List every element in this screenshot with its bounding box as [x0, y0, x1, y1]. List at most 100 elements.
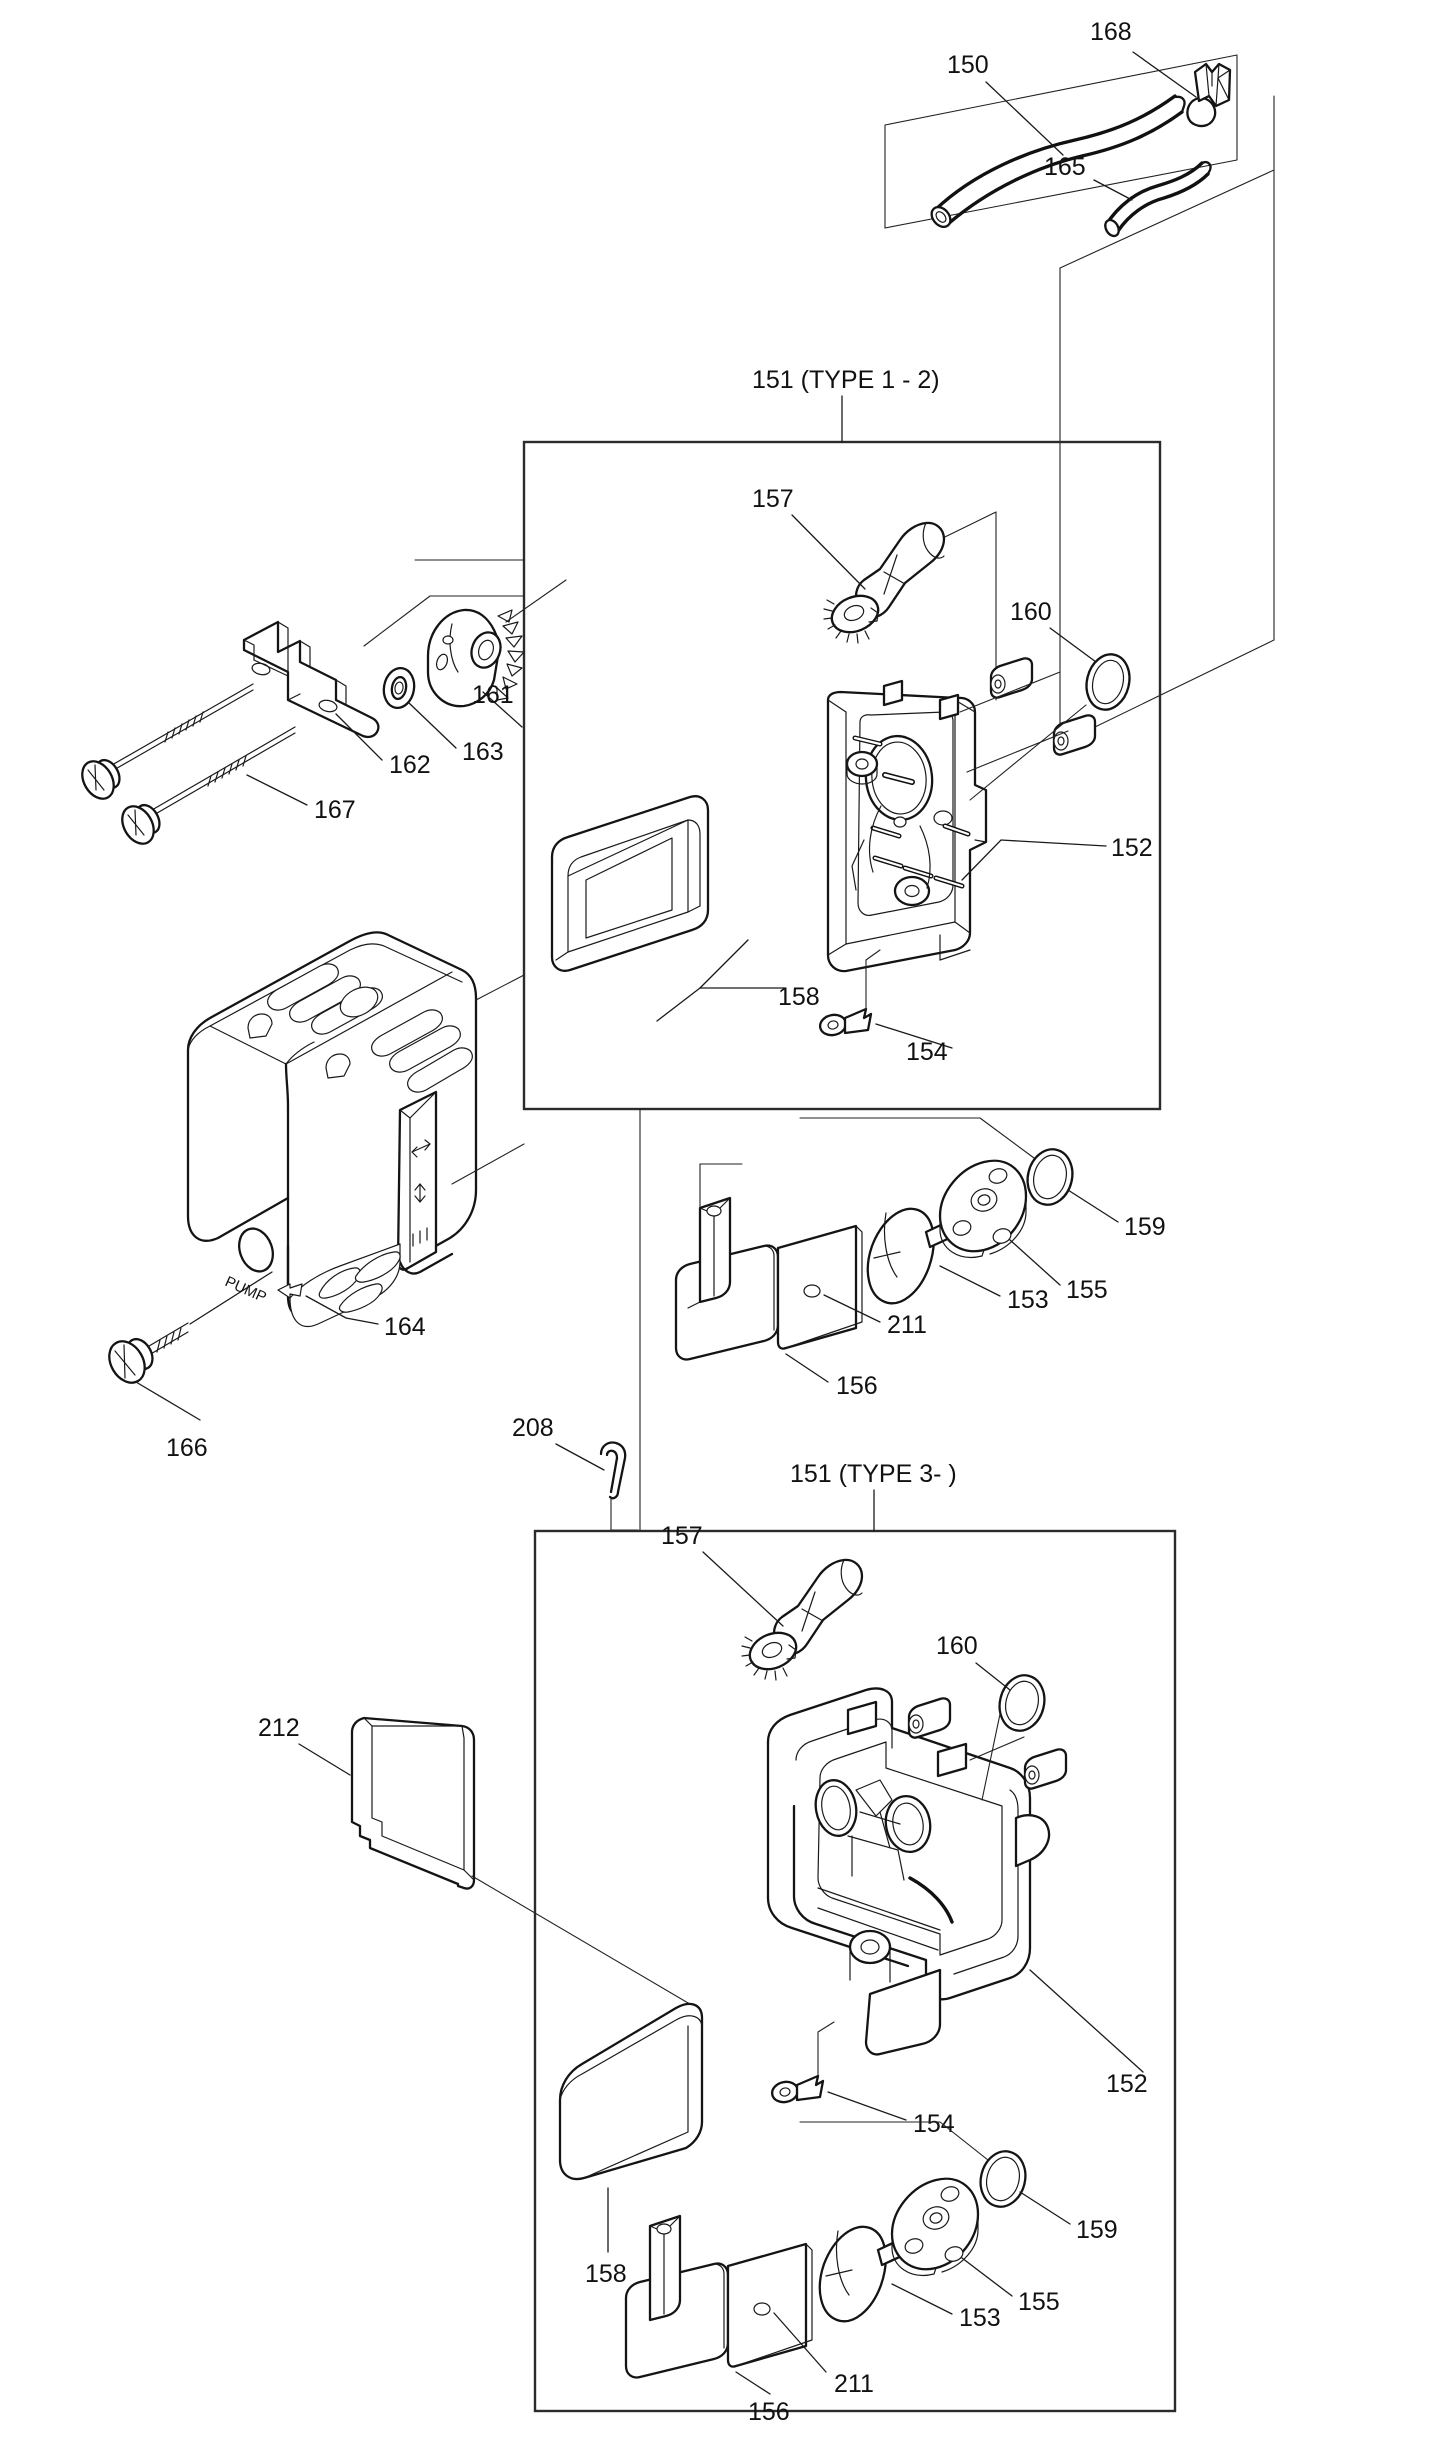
part-166-cover-screw	[108, 1322, 189, 1384]
leader-155	[1009, 1239, 1061, 1286]
leader-157	[791, 514, 866, 590]
type3-frame	[533, 1529, 1177, 2413]
projection-lower-orings	[969, 1713, 1025, 1801]
part-165-primer-hose	[1104, 160, 1212, 238]
part-155-valve-plate	[938, 1159, 1028, 1258]
leader-158	[656, 987, 786, 1022]
part-211b-cover-plate	[726, 2242, 813, 2368]
part-156-slide-bracket	[674, 1196, 780, 1361]
part-158b-air-filter	[558, 2002, 704, 2181]
part-157-choke-lever	[823, 521, 946, 644]
part-208-u-clip	[599, 1441, 627, 1500]
callout-153b: 153	[959, 2304, 1001, 2332]
callout-152: 152	[1111, 834, 1153, 862]
leader-157b	[702, 1551, 784, 1627]
leader-165	[1093, 179, 1133, 201]
leader-159b	[1019, 2191, 1071, 2225]
part-167-bolts	[81, 683, 296, 845]
part-154-filter-knob	[818, 1007, 873, 1037]
leader-153b	[891, 2283, 953, 2315]
bushings-lower	[907, 1697, 1068, 1790]
leader-211	[823, 1294, 881, 1323]
callout-162: 162	[389, 751, 431, 779]
part-152b-carburetor-case	[766, 1687, 1051, 2056]
leader-163	[408, 702, 457, 749]
leader-160	[1049, 627, 1097, 663]
callout-158: 158	[778, 983, 820, 1011]
callout-155: 155	[1066, 1276, 1108, 1304]
part-158-air-filter	[550, 795, 710, 972]
part-159b-o-ring	[979, 2150, 1027, 2208]
leader-211b	[773, 2312, 827, 2373]
callout-156: 156	[836, 1372, 878, 1400]
callout-212: 212	[258, 1714, 300, 1742]
callout-165: 165	[1044, 153, 1086, 181]
leader-156	[785, 1353, 829, 1383]
projection-left	[363, 559, 567, 647]
part-159-o-ring	[1026, 1148, 1074, 1206]
callout-156b: 156	[748, 2398, 790, 2426]
bushings-upper	[989, 657, 1097, 756]
part-161-cam-gear	[426, 608, 525, 708]
callout-167: 167	[314, 796, 356, 824]
callout-159b: 159	[1076, 2216, 1118, 2244]
callout-152b: 152	[1106, 2070, 1148, 2098]
proj-212	[471, 1875, 701, 2011]
hose-165-frame	[1059, 95, 1275, 745]
part-156b-slide-bracket	[624, 2214, 730, 2379]
callout-208: 208	[512, 1414, 554, 1442]
callout-161-label: 161	[472, 681, 514, 709]
projection-cover	[451, 974, 525, 1185]
callout-211b: 211	[834, 2370, 874, 2398]
leader-162	[335, 713, 383, 761]
callout-158b: 158	[585, 2260, 627, 2288]
callout-160b: 160	[936, 1632, 978, 1660]
leader-168	[1132, 51, 1197, 98]
callout-168: 168	[1090, 18, 1132, 46]
callout-153: 153	[1007, 1286, 1049, 1314]
leader-159	[1067, 1189, 1119, 1223]
callout-160: 160	[1010, 598, 1052, 626]
callout-159: 159	[1124, 1213, 1166, 1241]
leader-154b	[827, 2091, 907, 2121]
part-168-hose-clip	[1186, 62, 1232, 128]
part-164-air-cleaner-cover: PUMP	[186, 931, 478, 1328]
callout-164: 164	[384, 1313, 426, 1341]
callout-154b: 154	[913, 2110, 955, 2138]
callout-166: 166	[166, 1434, 208, 1462]
leader-153	[939, 1265, 1001, 1297]
hose-150-frame	[884, 54, 1238, 229]
part-163-washer	[382, 666, 416, 710]
leader-167	[246, 774, 308, 806]
bolt-lower	[121, 726, 296, 845]
part-154b-filter-knob	[770, 2074, 825, 2104]
leader-212	[298, 1743, 351, 1776]
leader-154	[875, 1023, 953, 1049]
leader-160b	[975, 1662, 1011, 1691]
title-type3: 151 (TYPE 3- )	[790, 1460, 957, 1488]
callout-157: 157	[752, 485, 794, 513]
bolt-upper	[81, 683, 254, 800]
callout-154: 154	[906, 1038, 948, 1066]
callout-157b: 157	[661, 1522, 703, 1550]
leader-152b	[1029, 1969, 1144, 2073]
leader-152	[961, 839, 1107, 881]
leader-161	[482, 691, 523, 728]
part-160-o-ring	[1085, 653, 1131, 711]
leader-150	[985, 81, 1064, 156]
part-162-mounting-bracket	[242, 620, 380, 739]
leader-156b	[735, 2371, 771, 2395]
leader-208	[555, 1443, 605, 1471]
leader-164	[305, 1295, 379, 1325]
callout-155b: 155	[1018, 2288, 1060, 2316]
callout-211: 211	[887, 1311, 927, 1339]
leader-166	[135, 1381, 201, 1421]
part-157b-choke-lever	[741, 1558, 864, 1681]
callout-150: 150	[947, 51, 989, 79]
part-150-fuel-hose	[930, 94, 1186, 229]
part-211-cover-plate	[776, 1224, 863, 1350]
callout-163: 163	[462, 738, 504, 766]
part-155b-valve-plate	[890, 2177, 980, 2276]
